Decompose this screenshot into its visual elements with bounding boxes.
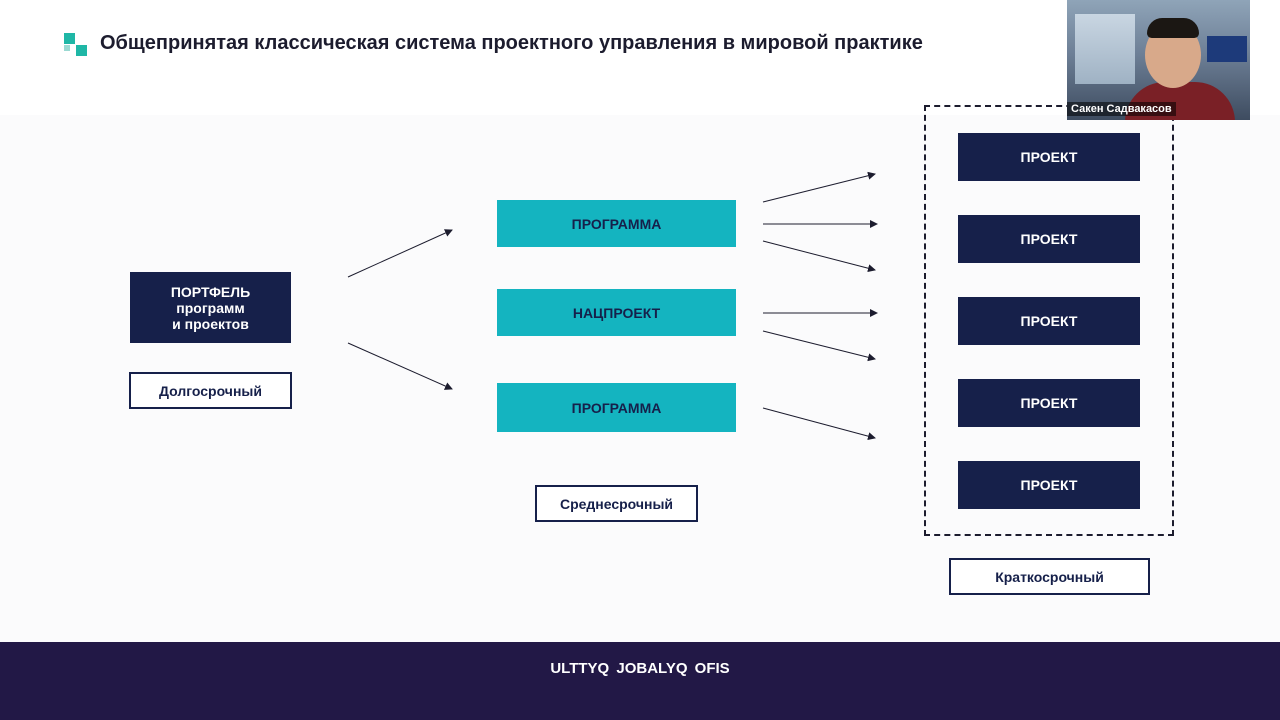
slide-title: Общепринятая классическая система проект… [100,32,923,54]
portfolio-line-1: ПОРТФЕЛЬ [170,283,251,300]
portfolio-box: ПОРТФЕЛЬ программ и проектов [130,272,291,343]
project-box-1: ПРОЕКТ [958,133,1140,181]
participant-video-tile[interactable]: Сакен Садвакасов [1067,0,1250,120]
footer-bar [0,642,1280,720]
video-background-screen [1207,36,1247,62]
projects-group-frame [924,105,1174,536]
arrow-program1-to-project-c [762,240,876,273]
natproject-box: НАЦПРОЕКТ [497,289,736,336]
arrow-program3-to-project [762,407,876,441]
footer-brand-text: ULTTYQ JOBALYQ OFIS [550,660,730,677]
arrow-natproject-to-project-b [762,330,876,362]
arrow-program1-to-project-a [762,171,876,203]
project-box-2: ПРОЕКТ [958,215,1140,263]
program-box-1: ПРОГРАММА [497,200,736,247]
portfolio-line-3: и проектов [172,315,249,332]
project-box-3: ПРОЕКТ [958,297,1140,345]
participant-hair [1147,18,1199,38]
video-background-window [1075,14,1135,84]
portfolio-line-2: программ [176,299,245,316]
term-short: Краткосрочный [949,558,1150,595]
project-box-4: ПРОЕКТ [958,379,1140,427]
arrow-portfolio-to-program-3 [347,342,453,390]
term-long: Долгосрочный [129,372,292,409]
term-medium: Среднесрочный [535,485,698,522]
program-box-2: ПРОГРАММА [497,383,736,432]
logo-icon [64,33,88,57]
arrow-portfolio-to-program-1 [347,229,453,278]
participant-name-label: Сакен Садвакасов [1067,102,1176,116]
project-box-5: ПРОЕКТ [958,461,1140,509]
